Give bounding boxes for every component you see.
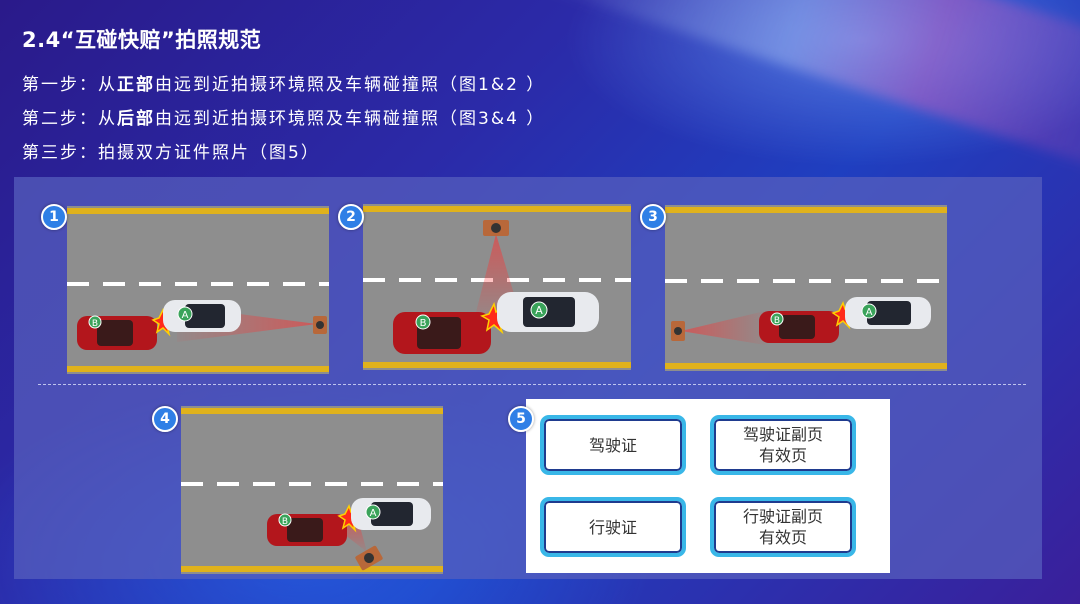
camera-icon	[355, 545, 383, 571]
car-b-red	[393, 312, 491, 354]
camera-icon	[671, 321, 685, 341]
camera-beam	[681, 311, 765, 345]
figure-2-scene: B A	[363, 204, 631, 370]
car-a-label: A	[182, 310, 189, 321]
car-b-label: B	[774, 316, 780, 326]
camera-icon	[483, 220, 509, 236]
doc-driver-license: 驾驶证	[540, 415, 686, 475]
figure-1-badge: 1	[41, 204, 67, 230]
step-3: 第三步：拍摄双方证件照片（图5）	[22, 143, 320, 163]
background-light-streak	[517, 0, 1080, 195]
car-a-white	[163, 300, 241, 332]
car-a-label: A	[535, 304, 543, 317]
documents-panel: 驾驶证 驾驶证副页 有效页 行驶证 行驶证副页 有效页	[526, 399, 890, 573]
doc-driver-license-sub-page: 驾驶证副页 有效页	[710, 415, 856, 475]
figure-2-badge: 2	[338, 204, 364, 230]
car-b-red	[267, 513, 347, 546]
step-1: 第一步：从正部由远到近拍摄环境照及车辆碰撞照（图1&2 ）	[22, 75, 546, 95]
car-b-label: B	[282, 517, 288, 527]
doc-vehicle-license-sub-page: 行驶证副页 有效页	[710, 497, 856, 557]
figure-4-scene: B A	[181, 406, 443, 574]
car-b-red	[759, 311, 839, 343]
car-a-white	[351, 498, 431, 530]
car-a-label: A	[370, 508, 377, 519]
figure-3-badge: 3	[640, 204, 666, 230]
step-2: 第二步：从后部由远到近拍摄环境照及车辆碰撞照（图3&4 ）	[22, 109, 546, 129]
figure-5-badge: 5	[508, 406, 534, 432]
car-b-red	[77, 315, 157, 350]
camera-icon	[313, 316, 327, 334]
car-a-white	[845, 297, 931, 329]
doc-vehicle-license: 行驶证	[540, 497, 686, 557]
car-b-label: B	[420, 318, 427, 329]
car-a-label: A	[866, 307, 873, 318]
figure-1-scene: B A	[67, 206, 329, 374]
car-a-white	[497, 292, 599, 332]
car-b-label: B	[92, 319, 98, 329]
page-title: 2.4“互碰快赔”拍照规范	[22, 28, 262, 52]
dashed-divider	[38, 384, 1026, 385]
figure-4-badge: 4	[152, 406, 178, 432]
figure-3-scene: B A	[665, 205, 947, 371]
